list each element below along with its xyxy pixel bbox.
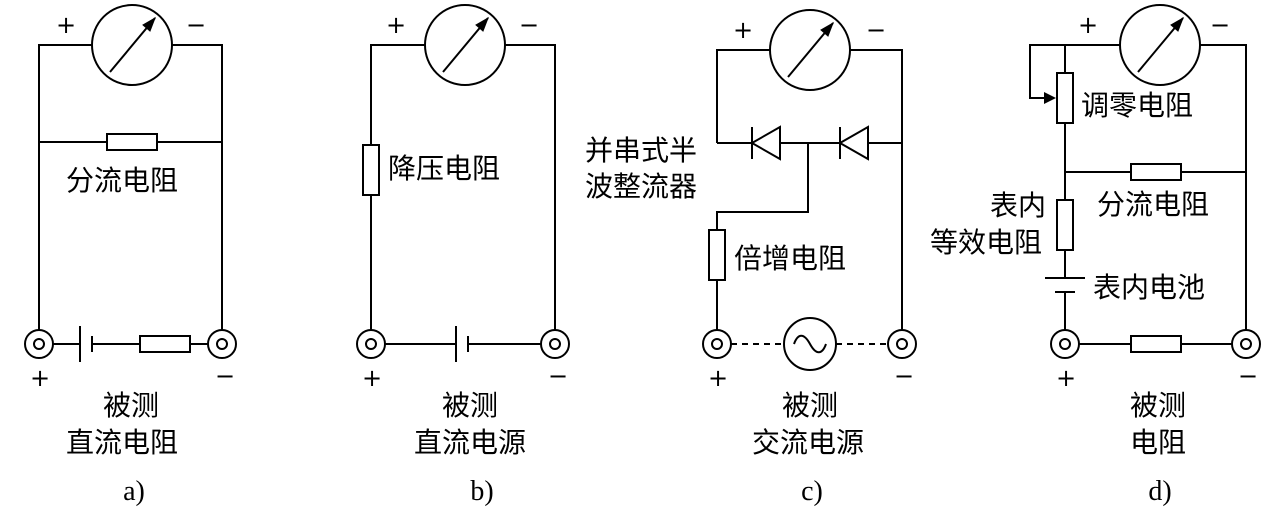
resistor-icon [708,229,726,281]
minus-sign: − [548,362,568,390]
wire [172,44,223,330]
internal-resistance-label: 表内 [990,189,1046,222]
wire [850,49,903,330]
wire [1200,44,1247,330]
measured-label: 电阻 [1130,426,1186,459]
wire [505,44,556,330]
wire [1029,44,1120,99]
resistor-icon [362,144,380,196]
resistor-icon [139,335,191,353]
shunt-resistor-label: 分流电阻 [66,164,178,197]
wire [716,49,770,143]
wire [370,44,425,145]
wire [38,44,92,330]
measured-label: 被测 [782,389,838,422]
panel-caption: a) [123,476,145,507]
resistor-icon [106,133,158,151]
panel-caption: c) [801,476,823,507]
plus-sign: + [1056,364,1076,392]
panel-c: 倍增电阻 并串式半 波整流器 + − + − 被测 交流电源 c) [585,9,917,507]
plus-sign: + [708,364,728,392]
dropping-resistor-label: 降压电阻 [388,152,500,185]
terminal-icon [24,329,54,359]
wire [716,143,809,230]
terminal-icon [540,329,570,359]
ac-source-icon [783,317,837,371]
panel-caption: d) [1148,476,1171,507]
resistor-icon [1056,199,1074,251]
plus-sign: + [386,11,406,39]
measured-label: 被测 [1130,389,1186,422]
terminal-icon [702,329,732,359]
resistor-icon [1130,335,1182,353]
panel-a: 分流电阻 + − + − 被测 直流电阻 a) [24,4,237,507]
terminal-icon [207,329,237,359]
internal-resistance-label: 等效电阻 [930,226,1042,259]
battery-icon [455,326,469,362]
minus-sign: − [1210,11,1230,39]
minus-sign: − [215,362,235,390]
plus-sign: + [362,364,382,392]
meter-icon [769,9,851,91]
measured-label: 交流电源 [752,426,864,459]
zero-adjust-label: 调零电阻 [1081,89,1193,122]
terminal-icon [887,329,917,359]
plus-sign: + [30,364,50,392]
multiplier-resistor-label: 倍增电阻 [734,242,846,275]
rectifier-label: 波整流器 [585,170,697,203]
resistor-icon [1130,163,1182,181]
minus-sign: − [1238,362,1258,390]
panel-b: 降压电阻 + − + − 被测 直流电源 b) [356,4,570,507]
plus-sign: + [56,11,76,39]
terminal-icon [1231,329,1261,359]
meter-icon [1119,4,1201,86]
minus-sign: − [519,11,539,39]
battery-icon [79,326,93,362]
battery-icon [1045,277,1085,293]
minus-sign: − [894,362,914,390]
meter-icon [424,4,506,86]
minus-sign: − [866,16,886,44]
panel-d: 调零电阻 分流电阻 表内 等效电阻 表内电池 + − + − 被测 电阻 [930,4,1261,507]
plus-sign: + [1078,11,1098,39]
shunt-resistor-label: 分流电阻 [1097,188,1209,221]
measured-label: 直流电源 [414,426,526,459]
plus-sign: + [733,16,753,44]
meter-icon [91,4,173,86]
panel-caption: b) [470,476,493,507]
measured-label: 被测 [442,389,498,422]
terminal-icon [356,329,386,359]
diode-icon [837,125,869,161]
measured-label: 直流电阻 [66,426,178,459]
wiper-arrow [1044,92,1056,104]
internal-battery-label: 表内电池 [1093,271,1205,304]
diode-icon [749,125,781,161]
measured-label: 被测 [103,389,159,422]
minus-sign: − [186,11,206,39]
rectifier-label: 并串式半 [585,134,697,167]
terminal-icon [1050,329,1080,359]
resistor-icon [1056,72,1074,124]
